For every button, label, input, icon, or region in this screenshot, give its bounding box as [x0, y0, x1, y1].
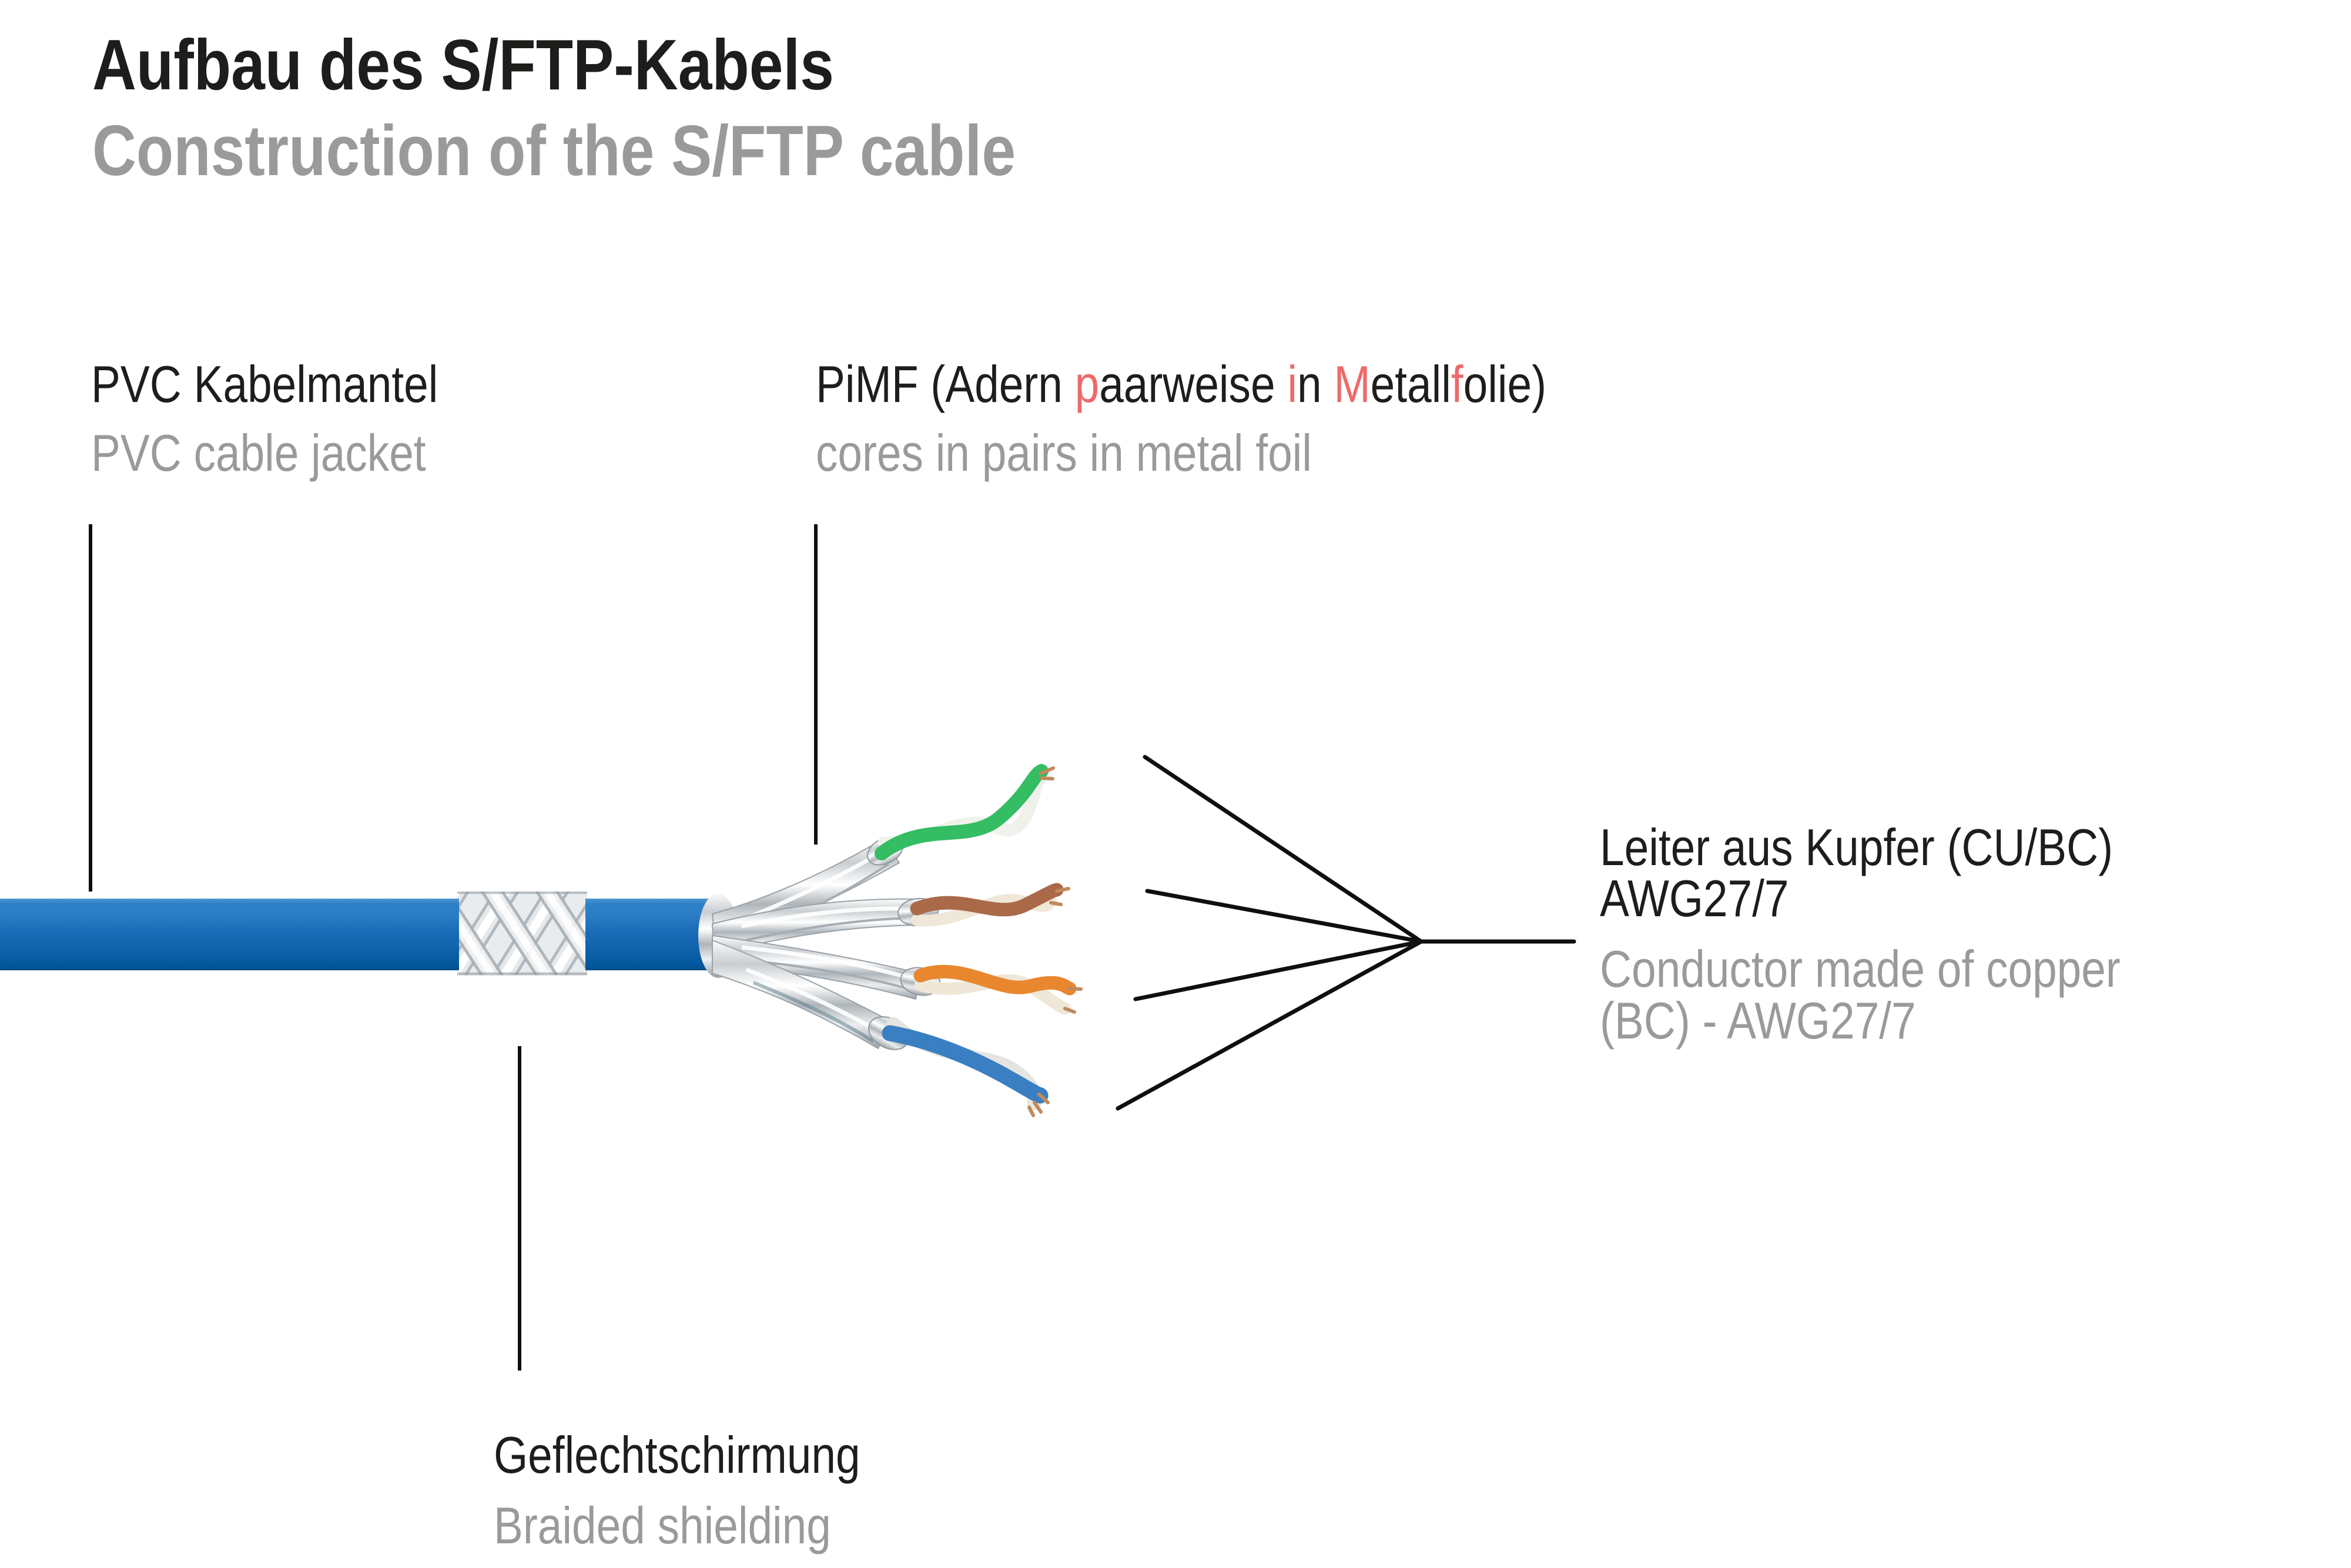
copper-tip — [1049, 887, 1070, 906]
copper-tip — [1063, 987, 1083, 1014]
braided-shielding-segment — [457, 892, 587, 976]
pimf-text-segment: olie) — [1463, 355, 1547, 413]
jacket-right-segment — [585, 899, 717, 970]
label-conductor-en-line2: (BC) - AWG27/7 — [1600, 991, 1916, 1050]
pimf-text-segment: aarweise — [1099, 355, 1288, 413]
strand-cream — [911, 894, 1057, 927]
fan-line-green — [1143, 755, 1424, 944]
twisted-pairs — [875, 764, 1083, 1117]
foil-crinkle — [741, 906, 910, 929]
label-braid-en: Braided shielding — [494, 1496, 831, 1554]
fan-line-brown — [1145, 889, 1424, 944]
pimf-text-segment: PiMF (Adern — [816, 355, 1075, 413]
page-title-english: Construction of the S/FTP cable — [92, 110, 1016, 190]
strand-orange — [913, 964, 1077, 996]
fan-line-orange — [1133, 939, 1424, 1001]
foil-crinkle — [745, 967, 880, 1034]
label-conductor-en-line1: Conductor made of copper — [1600, 940, 2121, 998]
label-conductor-de-line1: Leiter aus Kupfer (CU/BC) — [1600, 818, 2113, 876]
foil-crinkle — [745, 917, 912, 942]
strand-brown — [910, 883, 1064, 917]
conductor-fan-lines — [1116, 755, 1576, 1111]
pimf-text-segment: n — [1297, 355, 1334, 413]
pimf-red-letter: i — [1287, 355, 1297, 413]
foil-teal-streak — [752, 981, 875, 1043]
copper-tip — [1039, 766, 1055, 780]
pimf-red-letter: f — [1451, 355, 1463, 413]
label-braid-de: Geflechtschirmung — [494, 1426, 860, 1484]
fan-line-blue — [1116, 939, 1424, 1111]
label-pvc-jacket-en: PVC cable jacket — [91, 424, 426, 482]
label-conductor-de-line2: AWG27/7 — [1600, 869, 1789, 927]
pair-orange — [913, 964, 1083, 1015]
pimf-text-segment: etall — [1370, 355, 1451, 413]
label-pvc-jacket-de: PVC Kabelmantel — [91, 355, 438, 413]
page-title-german: Aufbau des S/FTP-Kabels — [92, 25, 834, 105]
pair-blue — [882, 1017, 1050, 1117]
foil-arms — [711, 836, 941, 1050]
label-pimf-en: cores in pairs in metal foil — [816, 424, 1312, 482]
pair-green — [875, 764, 1055, 860]
braid-weave-left — [457, 892, 587, 975]
annotation-lines — [89, 524, 1576, 1371]
strand-green — [875, 764, 1049, 860]
strand-blue — [882, 1025, 1049, 1104]
pvc-jacket — [0, 899, 717, 970]
jacket-left-segment — [0, 899, 459, 970]
copper-tip — [1027, 1093, 1050, 1117]
pair-brown — [910, 883, 1070, 927]
pimf-red-letter: p — [1074, 355, 1100, 413]
pimf-red-letter: M — [1334, 355, 1371, 413]
label-pimf-de: PiMF (Adern paarweise in Metallfolie) — [816, 359, 1546, 410]
foil-crinkle — [741, 945, 910, 980]
